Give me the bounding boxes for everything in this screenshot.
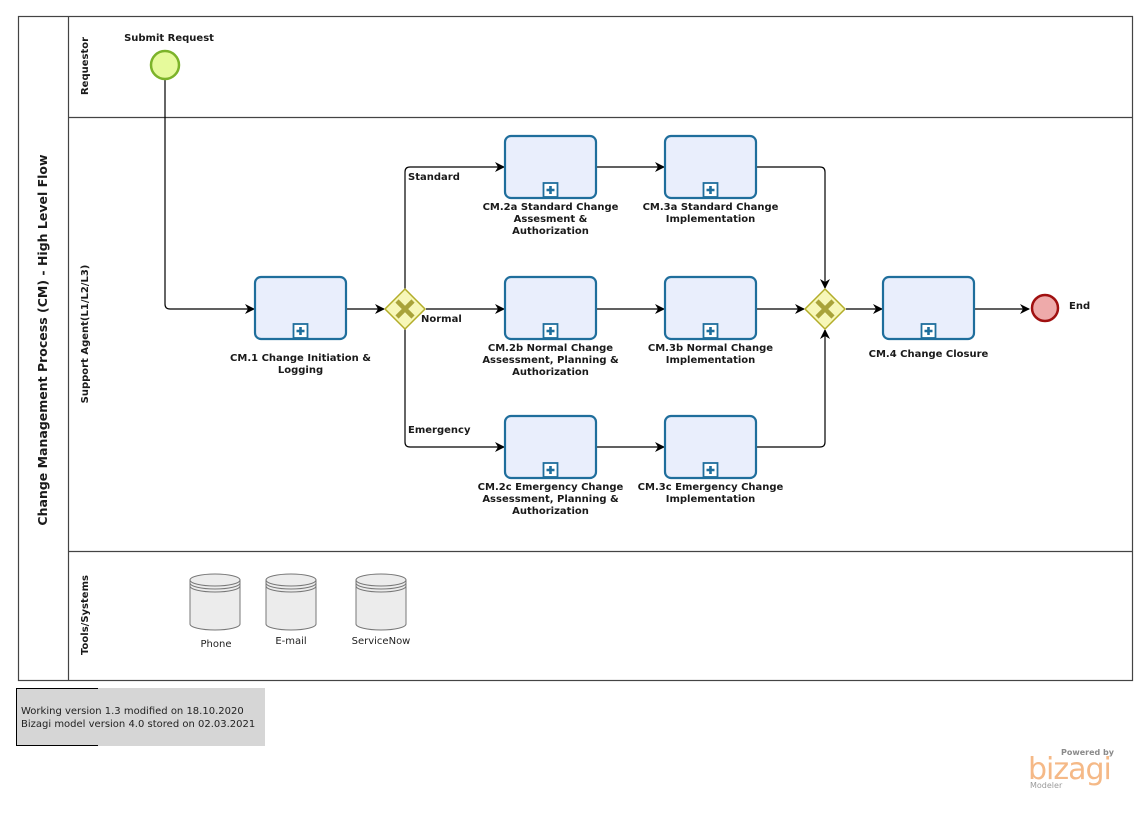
data-store-servicenow[interactable]: ServiceNow	[352, 573, 411, 647]
flow-gateway-to-cm2a[interactable]	[404, 162, 505, 289]
task-cm4[interactable]: CM.4 Change Closure	[869, 275, 989, 360]
data-store-label: E-mail	[275, 636, 306, 647]
data-store-label: ServiceNow	[352, 636, 411, 647]
flow-cm3a-to-merge[interactable]	[757, 166, 830, 289]
flow-gateway-to-cm2c[interactable]	[404, 329, 505, 452]
brand-name: bizagi	[1028, 752, 1112, 787]
tasks-layer: CM.1 Change Initiation &Logging CM.2a Sta…	[230, 134, 989, 517]
pool: Change Management Process (CM) - High Le…	[17, 15, 1134, 682]
version-note-line1: Working version 1.3 modified on 18.10.20…	[21, 706, 244, 717]
exclusive-gateway-merge[interactable]	[803, 287, 847, 331]
exclusive-gateway-split[interactable]	[383, 287, 427, 331]
end-event[interactable]	[1030, 293, 1060, 323]
lane-label-tools: Tools/Systems	[80, 575, 91, 655]
task-box[interactable]	[253, 275, 348, 341]
subprocess-expand-icon[interactable]	[702, 182, 719, 198]
data-stores-layer: Phone E-mail ServiceNow	[189, 573, 411, 650]
subprocess-expand-icon[interactable]	[292, 323, 309, 339]
subprocess-expand-icon[interactable]	[542, 182, 559, 198]
bizagi-logo: Powered by bizagi Modeler	[1020, 748, 1120, 796]
task-label: CM.4 Change Closure	[869, 349, 989, 360]
flow-cm3c-to-merge[interactable]	[757, 329, 830, 448]
x-icon	[395, 299, 415, 319]
sequence-flows	[164, 80, 1030, 452]
task-box[interactable]	[881, 275, 976, 341]
task-box[interactable]	[503, 134, 598, 200]
task-box[interactable]	[503, 275, 598, 341]
version-note-line2: Bizagi model version 4.0 stored on 02.03…	[21, 719, 256, 730]
branch-label-emergency: Emergency	[408, 425, 471, 436]
task-label: CM.1 Change Initiation &Logging	[230, 353, 371, 376]
powered-by-text: Powered by	[1061, 748, 1114, 757]
task-box[interactable]	[663, 134, 758, 200]
subprocess-expand-icon[interactable]	[702, 323, 719, 339]
branch-label-normal: Normal	[421, 314, 462, 325]
pool-title: Change Management Process (CM) - High Le…	[35, 154, 50, 526]
note-border	[16, 688, 98, 689]
note-border	[16, 688, 17, 746]
subprocess-expand-icon[interactable]	[542, 323, 559, 339]
task-box[interactable]	[663, 414, 758, 480]
subprocess-expand-icon[interactable]	[702, 462, 719, 478]
flow-start-to-cm1[interactable]	[164, 80, 255, 314]
data-store-label: Phone	[201, 639, 232, 650]
end-event-label: End	[1069, 301, 1090, 312]
data-store-e-mail[interactable]: E-mail	[265, 573, 317, 647]
lane-label-support: Support Agent(L1/L2/L3)	[80, 265, 91, 404]
branch-label-standard: Standard	[408, 172, 460, 183]
version-note: Working version 1.3 modified on 18.10.20…	[16, 688, 265, 746]
task-box[interactable]	[663, 275, 758, 341]
lane-label-requestor: Requestor	[80, 37, 91, 95]
task-cm1[interactable]: CM.1 Change Initiation &Logging	[230, 275, 371, 376]
data-store-phone[interactable]: Phone	[189, 573, 241, 650]
x-icon	[815, 299, 835, 319]
note-border	[16, 745, 98, 746]
brand-product: Modeler	[1030, 781, 1063, 790]
subprocess-expand-icon[interactable]	[542, 462, 559, 478]
start-event-label: Submit Request	[124, 33, 214, 44]
start-event[interactable]	[149, 49, 181, 81]
task-box[interactable]	[503, 414, 598, 480]
subprocess-expand-icon[interactable]	[920, 323, 937, 339]
